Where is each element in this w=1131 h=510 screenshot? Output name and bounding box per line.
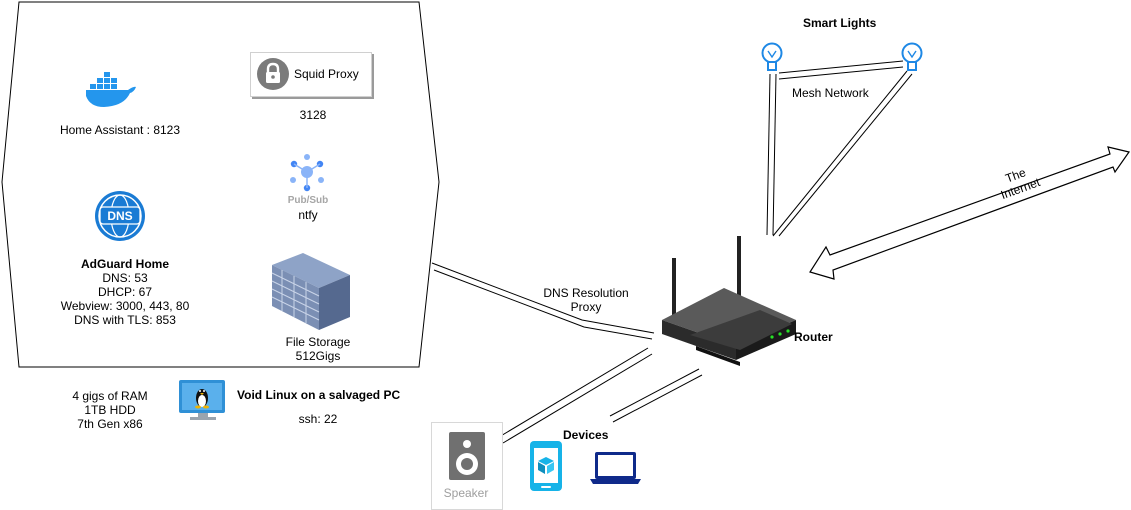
file-storage-label: File Storage xyxy=(285,335,351,349)
adguard-port: DNS with TLS: 853 xyxy=(74,313,176,327)
host-spec: 7th Gen x86 xyxy=(77,417,143,431)
adguard-port: Webview: 3000, 443, 80 xyxy=(60,299,190,313)
dns-proxy-line: Proxy xyxy=(570,300,602,314)
dns-icon-text: DNS xyxy=(107,209,132,223)
lock-icon xyxy=(257,58,289,90)
router-lights-link xyxy=(766,70,913,237)
ntfy-label: ntfy xyxy=(298,208,318,222)
router-label: Router xyxy=(794,330,833,344)
speaker-icon xyxy=(449,432,485,480)
pubsub-icon xyxy=(290,154,324,192)
router-icon xyxy=(662,236,796,366)
phone-icon xyxy=(530,441,562,491)
router-devices-link xyxy=(498,347,703,444)
host-spec: 1TB HDD xyxy=(84,403,136,417)
pubsub-caption: Pub/Sub xyxy=(287,195,329,206)
dns-globe-icon: DNS xyxy=(95,191,145,241)
home-assistant-label: Home Assistant : 8123 xyxy=(59,123,181,137)
host-router-link xyxy=(431,262,655,340)
smart-lights-title: Smart Lights xyxy=(803,16,877,30)
server-rack-icon xyxy=(271,253,350,330)
host-spec: 4 gigs of RAM xyxy=(72,389,148,403)
bulb-icon xyxy=(761,42,783,71)
mesh-network-label: Mesh Network xyxy=(792,86,869,100)
speaker-card xyxy=(431,422,503,510)
adguard-info: AdGuard Home DNS: 53 DHCP: 67 Webview: 3… xyxy=(40,257,210,327)
adguard-port: DNS: 53 xyxy=(102,271,148,285)
host-title: Void Linux on a salvaged PC xyxy=(237,388,401,402)
adguard-title: AdGuard Home xyxy=(80,257,169,271)
devices-title: Devices xyxy=(563,428,609,442)
ssh-port-label: ssh: 22 xyxy=(298,412,338,426)
bulb-icon xyxy=(901,42,923,71)
speaker-label: Speaker xyxy=(443,486,489,500)
adguard-port: DHCP: 67 xyxy=(97,285,153,299)
linux-monitor-icon xyxy=(179,380,225,420)
file-storage-info: File Storage 512Gigs xyxy=(268,335,368,363)
docker-icon xyxy=(86,72,136,107)
dns-proxy-line: DNS Resolution xyxy=(543,286,629,300)
dns-proxy-label: DNS Resolution Proxy xyxy=(530,286,642,314)
file-storage-size: 512Gigs xyxy=(295,349,341,363)
squid-proxy-label: Squid Proxy xyxy=(294,67,359,81)
internet-arrow xyxy=(809,146,1130,280)
squid-port-label: 3128 xyxy=(299,108,327,122)
squid-proxy-box: Squid Proxy xyxy=(250,52,372,97)
laptop-icon xyxy=(590,452,641,484)
mesh-link xyxy=(778,60,904,80)
host-specs: 4 gigs of RAM 1TB HDD 7th Gen x86 xyxy=(55,389,165,431)
